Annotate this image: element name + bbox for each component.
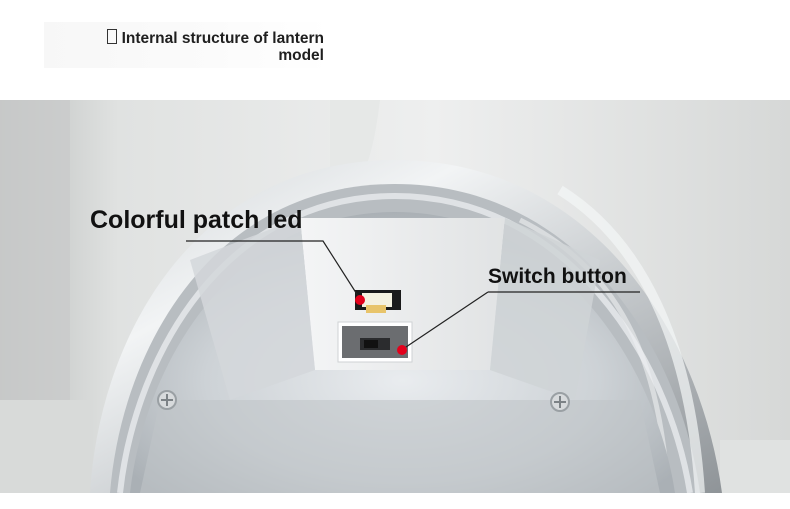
- title-line-2: model: [278, 47, 324, 64]
- box-glyph-icon: [106, 29, 117, 44]
- switch-callout-label: Switch button: [488, 265, 627, 288]
- header-badge: [44, 22, 330, 68]
- title-line-1: Internal structure of lantern: [121, 30, 324, 47]
- led-marker: [355, 295, 365, 305]
- lantern-illustration: [0, 100, 790, 493]
- switch-marker: [397, 345, 407, 355]
- page-title: Internal structure of lantern model: [44, 29, 324, 64]
- lantern-photo: [0, 100, 790, 493]
- led-callout-label: Colorful patch led: [90, 206, 303, 234]
